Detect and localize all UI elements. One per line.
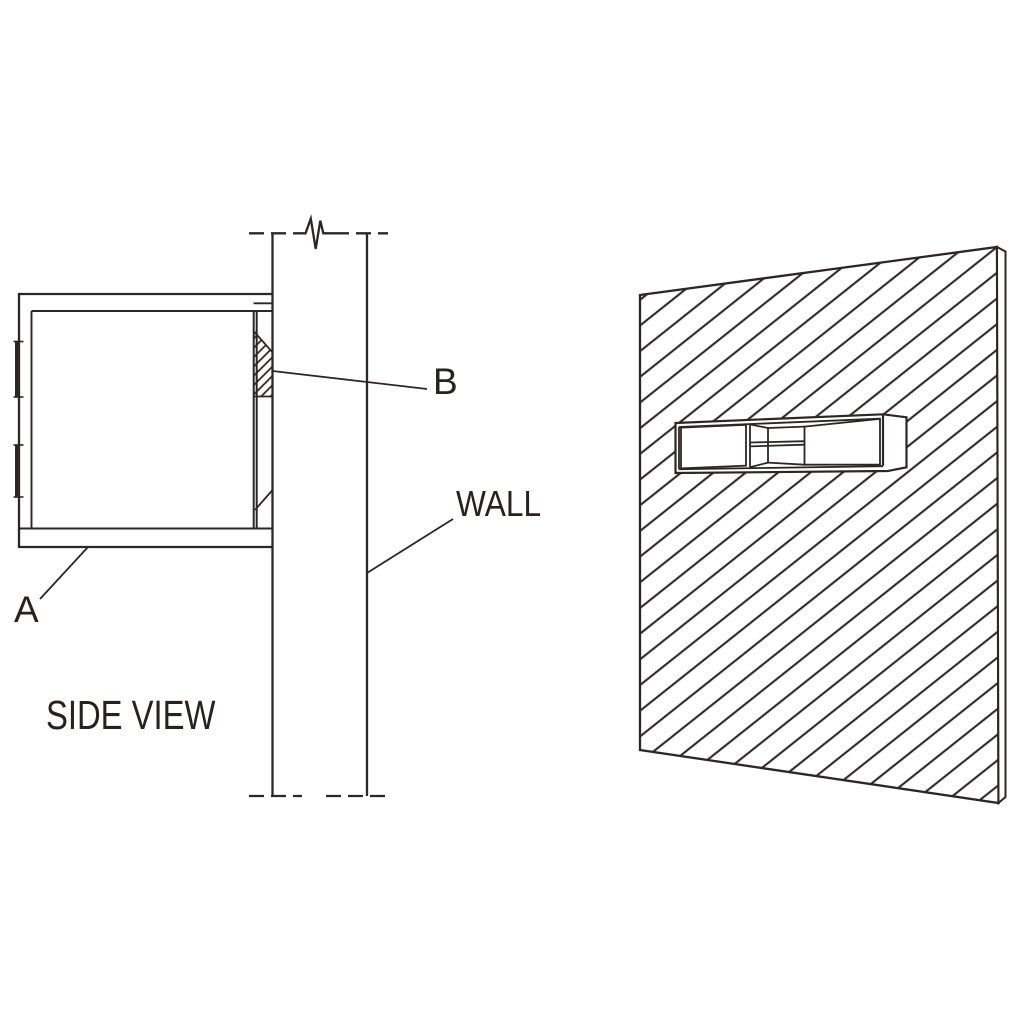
mounting-bracket-hatch <box>253 330 274 398</box>
leader-line-a <box>39 546 89 600</box>
lower-bracket-line <box>254 489 274 511</box>
wall-panel-side-face <box>995 245 1007 806</box>
side-view-drawing <box>13 214 454 798</box>
middle-shelf-top-line <box>749 440 805 444</box>
shelf-right-door <box>803 417 881 466</box>
front-perspective-drawing <box>638 245 1007 806</box>
open-compartment-top-edge <box>767 425 805 429</box>
shelf-inner-bottom-edge <box>678 465 884 471</box>
hinge-mark-top <box>13 340 24 398</box>
label-a: A <box>14 589 39 630</box>
wall-shelf-unit <box>674 413 908 475</box>
open-compartment-bottom-edge <box>767 461 805 466</box>
leader-line-wall <box>366 518 454 574</box>
label-wall: WALL <box>456 483 542 524</box>
middle-shelf-bottom-line <box>749 443 805 448</box>
leader-line-b <box>272 370 428 390</box>
cabinet-outline <box>17 292 273 549</box>
wall-panel-front-face <box>638 245 1000 805</box>
divider-bottom-diagonal <box>749 461 769 469</box>
divider-top-diagonal <box>749 423 769 429</box>
hinge-mark-bottom <box>13 444 24 498</box>
shelf-left-door <box>680 423 747 470</box>
wall-break-symbol <box>298 214 334 250</box>
side-view-title: SIDE VIEW <box>46 692 216 738</box>
label-b: B <box>433 361 458 402</box>
